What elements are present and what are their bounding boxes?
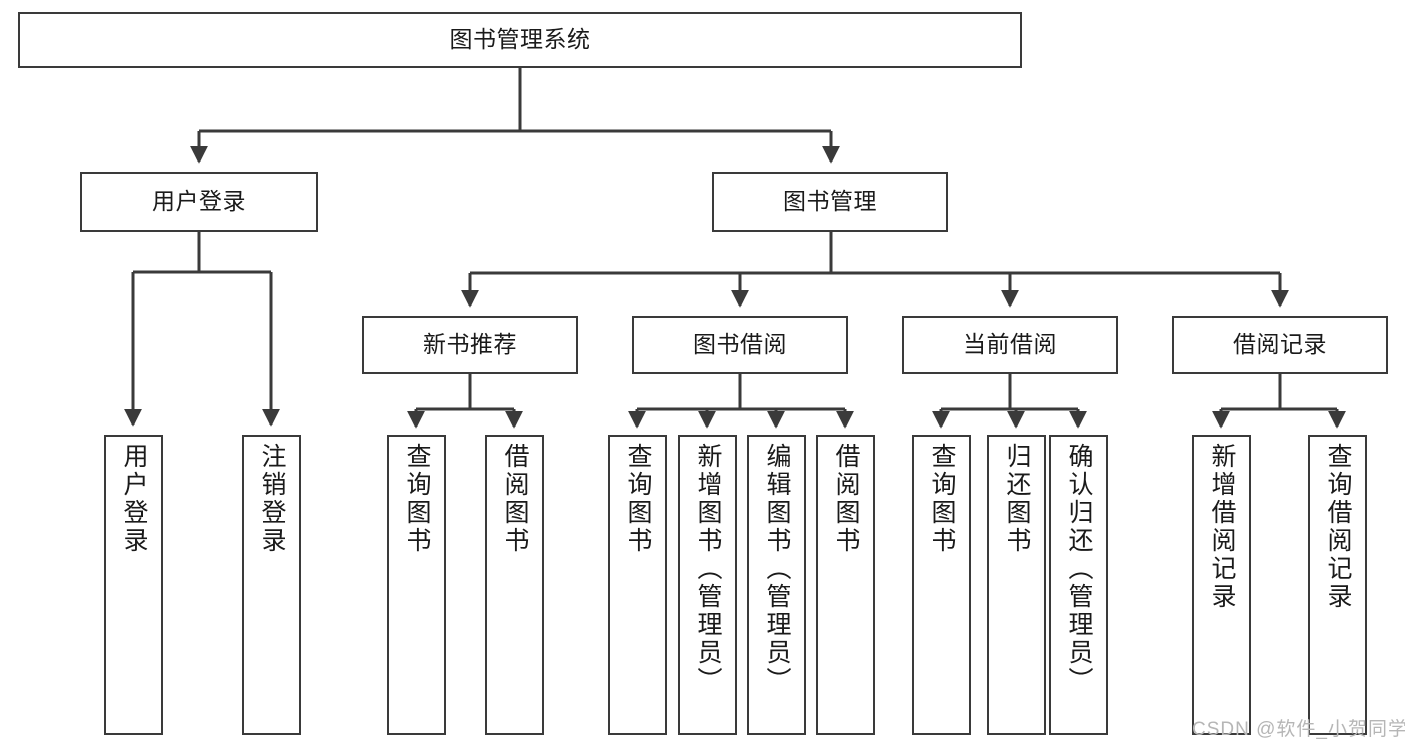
node-root-label: 图书管理系统 <box>449 26 591 53</box>
node-leaf-query-book-1-label: 查询图书 <box>403 443 431 555</box>
node-leaf-query-borrow-record[interactable]: 查询借阅记录 <box>1308 435 1367 735</box>
node-new-book-recommend[interactable]: 新书推荐 <box>362 316 578 374</box>
node-book-borrow[interactable]: 图书借阅 <box>632 316 848 374</box>
node-leaf-query-book-3-label: 查询图书 <box>928 443 956 555</box>
node-leaf-logout-label: 注销登录 <box>258 443 286 555</box>
node-leaf-logout[interactable]: 注销登录 <box>242 435 301 735</box>
node-leaf-user-login-label: 用户登录 <box>120 443 148 555</box>
node-book-management-label: 图书管理 <box>783 188 877 215</box>
node-leaf-add-borrow-record[interactable]: 新增借阅记录 <box>1192 435 1251 735</box>
node-leaf-user-login[interactable]: 用户登录 <box>104 435 163 735</box>
node-leaf-borrow-book-1-label: 借阅图书 <box>501 443 529 555</box>
node-user-login[interactable]: 用户登录 <box>80 172 318 232</box>
node-borrow-record[interactable]: 借阅记录 <box>1172 316 1388 374</box>
node-leaf-borrow-book-2[interactable]: 借阅图书 <box>816 435 875 735</box>
node-new-book-recommend-label: 新书推荐 <box>423 331 517 358</box>
node-leaf-return-book[interactable]: 归还图书 <box>987 435 1046 735</box>
node-book-management[interactable]: 图书管理 <box>712 172 948 232</box>
node-current-borrow[interactable]: 当前借阅 <box>902 316 1118 374</box>
node-borrow-record-label: 借阅记录 <box>1233 331 1327 358</box>
node-leaf-add-borrow-record-label: 新增借阅记录 <box>1208 443 1236 611</box>
node-current-borrow-label: 当前借阅 <box>963 331 1057 358</box>
watermark: CSDN @软件_小贺同学 <box>1192 719 1405 740</box>
node-leaf-add-book-label: 新增图书（管理员） <box>694 443 722 695</box>
node-leaf-query-book-2[interactable]: 查询图书 <box>608 435 667 735</box>
node-user-login-label: 用户登录 <box>152 188 246 215</box>
node-leaf-confirm-return[interactable]: 确认归还（管理员） <box>1049 435 1108 735</box>
node-leaf-add-book[interactable]: 新增图书（管理员） <box>678 435 737 735</box>
node-leaf-query-book-2-label: 查询图书 <box>624 443 652 555</box>
node-book-borrow-label: 图书借阅 <box>693 331 787 358</box>
node-leaf-edit-book[interactable]: 编辑图书（管理员） <box>747 435 806 735</box>
node-leaf-edit-book-label: 编辑图书（管理员） <box>763 443 791 695</box>
node-leaf-borrow-book-1[interactable]: 借阅图书 <box>485 435 544 735</box>
node-leaf-borrow-book-2-label: 借阅图书 <box>832 443 860 555</box>
node-leaf-query-borrow-record-label: 查询借阅记录 <box>1324 443 1352 611</box>
node-leaf-query-book-1[interactable]: 查询图书 <box>387 435 446 735</box>
node-leaf-confirm-return-label: 确认归还（管理员） <box>1065 443 1093 695</box>
node-leaf-return-book-label: 归还图书 <box>1003 443 1031 555</box>
node-root[interactable]: 图书管理系统 <box>18 12 1022 68</box>
node-leaf-query-book-3[interactable]: 查询图书 <box>912 435 971 735</box>
